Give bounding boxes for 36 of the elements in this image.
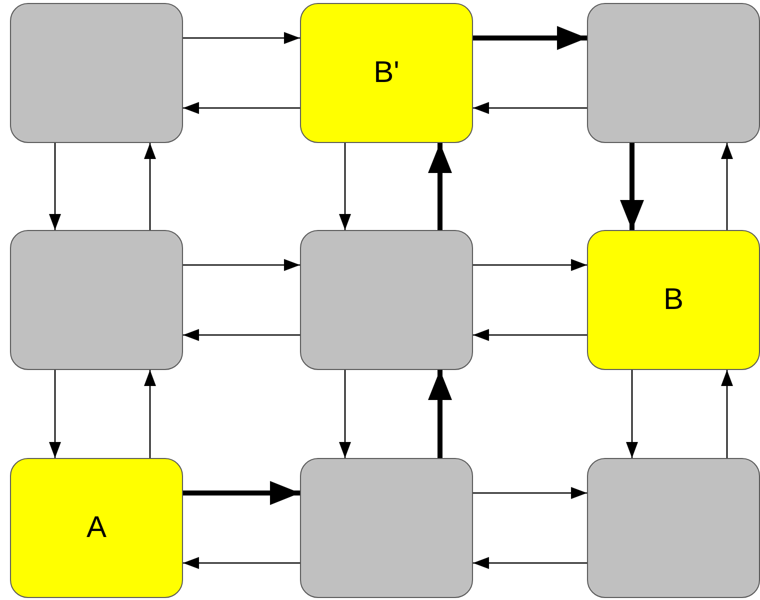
arrow	[620, 143, 644, 230]
node-label: A	[86, 511, 106, 545]
arrow	[428, 370, 452, 458]
arrow	[144, 370, 156, 458]
arrow	[183, 557, 300, 569]
arrow	[49, 143, 61, 230]
process-box	[10, 230, 183, 370]
process-box	[300, 3, 473, 143]
arrow	[339, 370, 351, 458]
arrow	[721, 143, 733, 230]
arrow	[473, 259, 587, 271]
arrow	[473, 26, 587, 50]
process-box	[300, 458, 473, 598]
arrow	[183, 481, 300, 505]
node-label: B	[663, 283, 684, 317]
arrow	[339, 143, 351, 230]
arrow	[626, 370, 638, 458]
process-box	[587, 3, 760, 143]
process-box	[587, 230, 760, 370]
arrow	[49, 370, 61, 458]
arrow	[721, 370, 733, 458]
arrow	[473, 102, 587, 114]
arrow	[183, 102, 300, 114]
arrow	[428, 143, 452, 230]
arrow	[183, 32, 300, 44]
arrow	[144, 143, 156, 230]
node-label: B'	[374, 56, 400, 90]
process-box	[10, 458, 183, 598]
arrow	[473, 487, 587, 499]
arrow	[473, 557, 587, 569]
process-box	[10, 3, 183, 143]
process-box	[300, 230, 473, 370]
process-box	[587, 458, 760, 598]
arrow	[183, 329, 300, 341]
arrow	[183, 259, 300, 271]
arrow	[473, 329, 587, 341]
